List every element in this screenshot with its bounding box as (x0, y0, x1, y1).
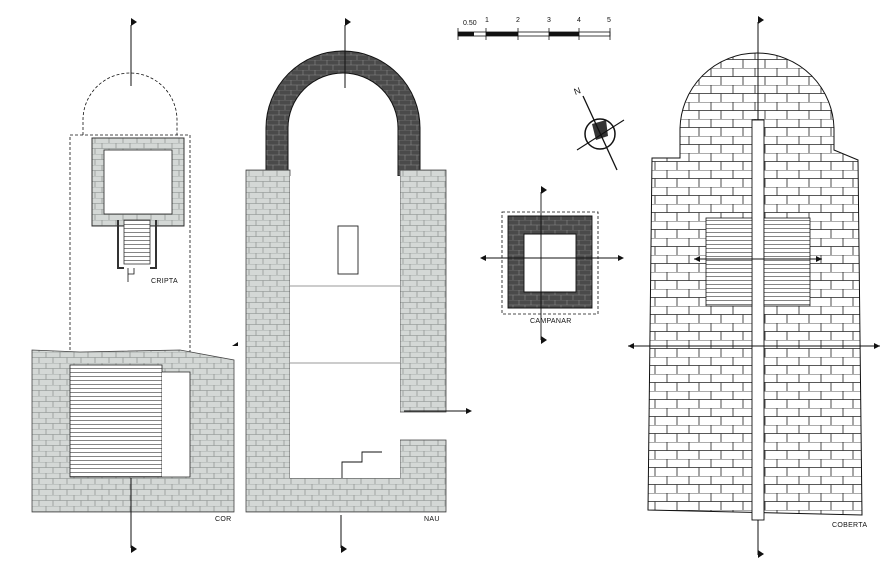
scale-tick-label: 1 (485, 17, 489, 24)
scale-tick-label: 0.50 (463, 20, 477, 27)
scale-tick-label: 2 (516, 17, 520, 24)
coberta-flag-top (758, 16, 764, 24)
nau-plan (232, 18, 472, 553)
label-nau: NAU (424, 516, 440, 523)
label-coberta: COBERTA (832, 522, 868, 529)
north-arrow-icon (576, 95, 625, 171)
nau-marker-right (466, 408, 472, 414)
cor-apse-outline (82, 72, 178, 135)
campanar-center (532, 240, 568, 286)
nau-vault (265, 50, 421, 177)
campanar-walls (507, 215, 593, 309)
coberta-ridge (751, 119, 765, 521)
coberta-belfry-right (763, 217, 811, 307)
crypt-interior (103, 149, 173, 215)
coberta-plan (628, 16, 880, 558)
cor-plan (31, 18, 235, 553)
scale-bar (457, 28, 611, 40)
nau-marker-left (232, 342, 238, 346)
campanar-marker-left (480, 255, 486, 261)
coberta-marker-b-right (874, 343, 880, 349)
cor-hatched-floor (69, 364, 163, 478)
campanar-plan (480, 186, 624, 344)
coberta-marker-a-left (694, 256, 700, 262)
nau-flag-bottom (341, 545, 347, 553)
coberta-marker-a-right (816, 256, 822, 262)
campanar-outline (501, 211, 599, 315)
coberta-marker-b-left (628, 343, 634, 349)
cor-flag-top (131, 18, 137, 26)
coberta-belfry-left (705, 217, 753, 307)
cor-flag-bottom (131, 545, 137, 553)
campanar-marker-right (618, 255, 624, 261)
campanar-flag-bottom (541, 336, 547, 344)
campanar-flag-top (541, 186, 547, 194)
nau-interior (290, 176, 400, 478)
scale-tick-label: 5 (607, 17, 611, 24)
scale-tick-label: 4 (577, 17, 581, 24)
nau-stair (341, 451, 382, 478)
scale-tick-label: 3 (547, 17, 551, 24)
cor-pointer (127, 268, 135, 282)
label-cor: COR (215, 516, 232, 523)
cor-apse-edge (162, 371, 191, 478)
label-cripta: CRIPTA (151, 278, 178, 285)
nau-flag-top (345, 18, 351, 26)
crypt-stair-walls (117, 220, 157, 269)
coberta-flag-bottom (758, 550, 764, 558)
label-campanar: CAMPANAR (530, 318, 572, 325)
crypt-stair (123, 219, 151, 265)
nau-opening (337, 225, 359, 275)
